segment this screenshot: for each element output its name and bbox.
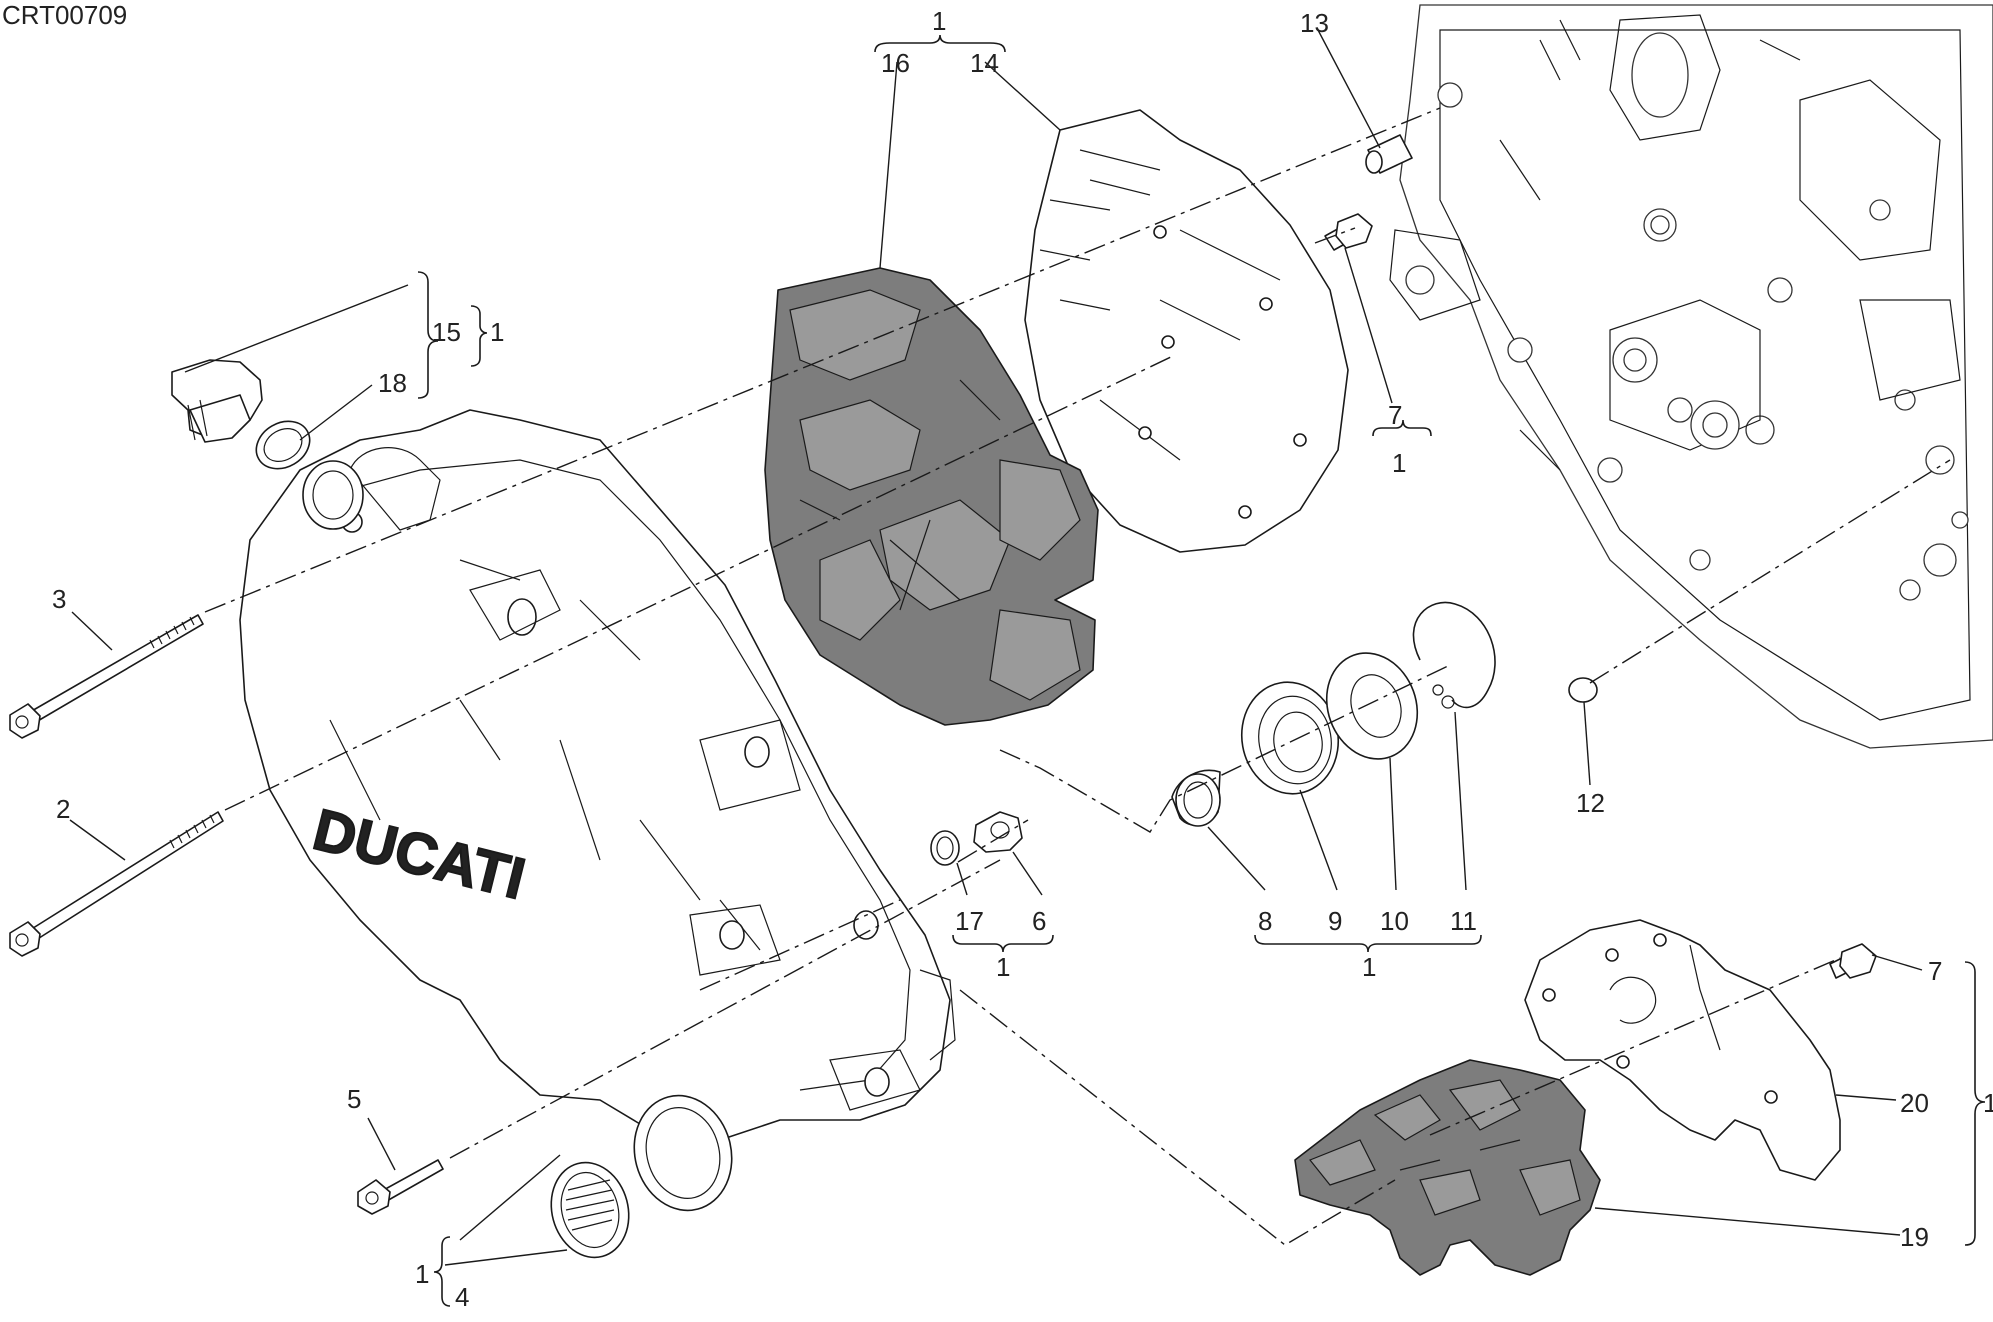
inner-guard-dark	[764, 267, 1099, 726]
bolt-3	[9, 614, 204, 739]
label-1-top: 1	[932, 6, 946, 36]
label-2: 2	[56, 794, 70, 824]
bushing-8	[1171, 769, 1221, 827]
washer-10	[1325, 652, 1419, 760]
leader-lines	[69, 29, 1923, 1266]
engine-crankcase	[1389, 4, 1993, 749]
label-13: 13	[1300, 8, 1329, 38]
label-9: 9	[1328, 906, 1342, 936]
o-ring-12	[1568, 677, 1598, 703]
o-ring-18	[255, 420, 311, 470]
spacer-13	[1365, 134, 1413, 174]
label-15: 15	[432, 317, 461, 347]
label-7-upper: 7	[1388, 400, 1402, 430]
label-5: 5	[347, 1084, 361, 1114]
callout-labels: 1 16 14 13 15 1 18 7 1 3 2 17 6 1 8 9 10…	[52, 6, 1993, 1312]
plug-6	[973, 811, 1023, 853]
label-12: 12	[1576, 788, 1605, 818]
bolt-5	[357, 1159, 444, 1215]
label-7-lower: 7	[1928, 956, 1942, 986]
seal-4	[550, 1161, 630, 1259]
diagram-code: CRT00709	[2, 0, 127, 30]
circlip-11	[1412, 601, 1496, 709]
label-4: 4	[455, 1282, 469, 1312]
outer-guard-plate	[1024, 109, 1349, 553]
label-10: 10	[1380, 906, 1409, 936]
label-20: 20	[1900, 1088, 1929, 1118]
bolt-7-lower	[1829, 943, 1877, 979]
lower-guard-dark-19	[1294, 1059, 1601, 1276]
label-17-group: 1	[996, 952, 1010, 982]
label-6: 6	[1032, 906, 1046, 936]
label-8-group: 1	[1362, 952, 1376, 982]
assembly-lines	[204, 107, 1951, 1246]
label-16: 16	[881, 48, 910, 78]
label-17: 17	[955, 906, 984, 936]
label-1-bottom: 1	[415, 1259, 429, 1289]
label-8: 8	[1258, 906, 1272, 936]
bolt-2	[9, 811, 224, 957]
label-14: 14	[970, 48, 999, 78]
braces	[417, 34, 1986, 1307]
label-3: 3	[52, 584, 66, 614]
label-15-group: 1	[490, 317, 504, 347]
label-18: 18	[378, 368, 407, 398]
label-11: 11	[1450, 906, 1477, 936]
label-7-upper-group: 1	[1392, 448, 1406, 478]
lower-guard-20	[1524, 919, 1841, 1181]
bolt-7-upper	[1324, 213, 1373, 251]
filler-cap-15	[171, 359, 263, 443]
washer-17	[930, 830, 960, 866]
label-right-group: 1	[1983, 1088, 1993, 1118]
label-19: 19	[1900, 1222, 1929, 1252]
